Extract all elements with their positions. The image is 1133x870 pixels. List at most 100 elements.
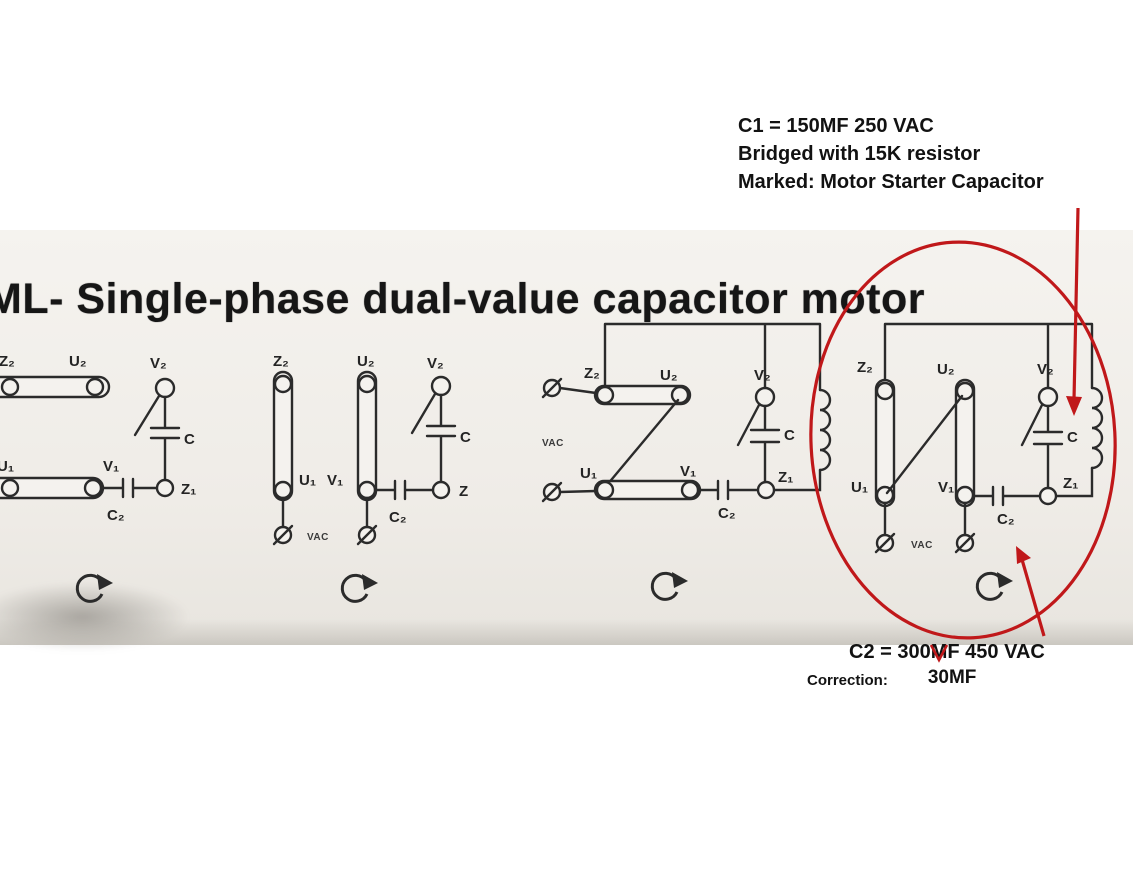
centrifugal-switch	[410, 392, 437, 435]
supply-leads	[281, 496, 369, 528]
terminal	[875, 381, 895, 401]
terminal	[955, 485, 975, 505]
terminal-label-z1: Z₁	[181, 481, 196, 498]
annotation-c1: C1 = 150MF 250 VAC Bridged with 15K resi…	[738, 112, 1044, 196]
capacitor-label-c2: C₂	[389, 509, 407, 526]
terminal-label-z2: Z₂	[273, 353, 289, 370]
terminal-label-u1: U₁	[0, 458, 14, 475]
capacitor-c2	[99, 477, 158, 499]
terminal-label-v2: V₂	[427, 355, 444, 372]
annotation-c1-line3: Marked: Motor Starter Capacitor	[738, 171, 1044, 193]
vac-label: VAC	[911, 540, 933, 551]
terminal	[680, 480, 700, 500]
capacitor-c2	[971, 485, 1042, 507]
terminal-z1	[756, 480, 776, 500]
annotation-c1-line1: C1 = 150MF 250 VAC	[738, 115, 934, 137]
supply-lead	[558, 489, 598, 494]
centrifugal-switch	[133, 394, 161, 437]
terminal	[595, 480, 615, 500]
terminal-label-v1: V₁	[938, 479, 954, 496]
capacitor-label-c2: C₂	[718, 505, 736, 522]
capacitor-c	[1032, 404, 1064, 490]
terminal	[83, 478, 103, 498]
supply-terminal-icon	[541, 481, 563, 503]
capacitor-label-c: C	[1067, 429, 1078, 446]
terminal	[273, 480, 293, 500]
top-bus-wire	[603, 322, 822, 392]
terminal-z1	[1038, 486, 1058, 506]
terminal	[955, 381, 975, 401]
terminal-label-z: Z	[459, 483, 468, 500]
rotation-arrow-icon	[75, 573, 113, 603]
terminal	[0, 377, 20, 397]
capacitor-label-c: C	[784, 427, 795, 444]
scan-paper: ML- Single-phase dual-value capacitor mo…	[0, 230, 1133, 652]
capacitor-label-c: C	[460, 429, 471, 446]
capacitor-label-c: C	[184, 431, 195, 448]
terminal-label-v1: V₁	[103, 458, 119, 475]
capacitor-c	[749, 404, 781, 484]
terminal-label-v2: V₂	[1037, 361, 1054, 378]
terminal	[595, 385, 615, 405]
terminal	[357, 374, 377, 394]
wiring-diagram-1: Z₂ U₂ V₂ C U₁ V₁ Z₁ C₂	[0, 353, 196, 603]
centrifugal-switch	[736, 403, 761, 447]
cross-link-wire	[605, 398, 680, 487]
correction-label: Correction:	[807, 672, 888, 689]
terminal-label-u1: U₁	[299, 472, 316, 489]
capacitor-label-c2: C₂	[107, 507, 125, 524]
terminal-z	[431, 480, 451, 500]
terminal-v2	[154, 377, 176, 399]
terminal-label-v2: V₂	[754, 367, 771, 384]
capacitor-label-c2: C₂	[997, 511, 1015, 528]
terminal	[357, 480, 377, 500]
annotation-c2: C2 = 300MF 450 VAC	[849, 641, 1045, 663]
capacitor-c2	[373, 479, 435, 501]
link-strap	[593, 384, 692, 406]
main-winding-coil	[818, 388, 832, 472]
terminal	[670, 385, 690, 405]
terminal-label-v2: V₂	[150, 355, 167, 372]
terminal-label-u1: U₁	[851, 479, 868, 496]
annotation-correction: Correction: 30MF	[807, 667, 977, 691]
terminal-label-u1: U₁	[580, 465, 597, 482]
supply-leads	[883, 501, 967, 536]
terminal	[273, 374, 293, 394]
wiring-diagram-2: Z₂ U₂ V₂ C Z U₁ V₁ C₂	[272, 353, 471, 603]
terminal-label-u2: U₂	[660, 367, 678, 384]
terminal-v2	[430, 375, 452, 397]
supply-terminal-icon	[541, 377, 563, 399]
correction-value: 30MF	[927, 667, 977, 688]
vac-label: VAC	[542, 438, 564, 449]
supply-terminal-icon	[874, 532, 896, 554]
terminal-z1	[155, 478, 175, 498]
top-bus-wire	[883, 322, 1094, 390]
terminal-label-z1: Z₁	[1063, 475, 1078, 492]
main-winding-coil	[1090, 386, 1104, 470]
terminal-label-u2: U₂	[69, 353, 87, 370]
supply-terminal-icon	[954, 532, 976, 554]
terminal-label-z2: Z₂	[857, 359, 873, 376]
terminal-label-v1: V₁	[680, 463, 696, 480]
link-strap	[0, 375, 111, 399]
terminal-label-z1: Z₁	[778, 469, 793, 486]
supply-terminal-icon	[356, 524, 378, 546]
capacitor-c	[149, 395, 181, 482]
terminal-label-u2: U₂	[357, 353, 375, 370]
capacitor-c	[425, 393, 457, 484]
wiring-diagram-3: VAC Z₂ U₂ V₂ U₁ V₁ Z₁ C₂ C	[541, 322, 832, 601]
terminal-v2	[754, 386, 776, 408]
terminal-label-z2: Z₂	[584, 365, 600, 382]
supply-terminal-icon	[272, 524, 294, 546]
terminal-label-u2: U₂	[937, 361, 955, 378]
terminal-v2	[1037, 386, 1059, 408]
page-title: ML- Single-phase dual-value capacitor mo…	[0, 274, 925, 323]
terminal	[85, 377, 105, 397]
wiring-diagram-4: Z₂ U₂ V₂ C Z₁ U₁ V₁ C₂	[851, 322, 1104, 601]
capacitor-c2	[696, 479, 760, 501]
vac-label: VAC	[307, 532, 329, 543]
terminal-label-z2: Z₂	[0, 353, 15, 370]
rotation-arrow-icon	[650, 571, 688, 601]
rotation-arrow-icon	[340, 573, 378, 603]
